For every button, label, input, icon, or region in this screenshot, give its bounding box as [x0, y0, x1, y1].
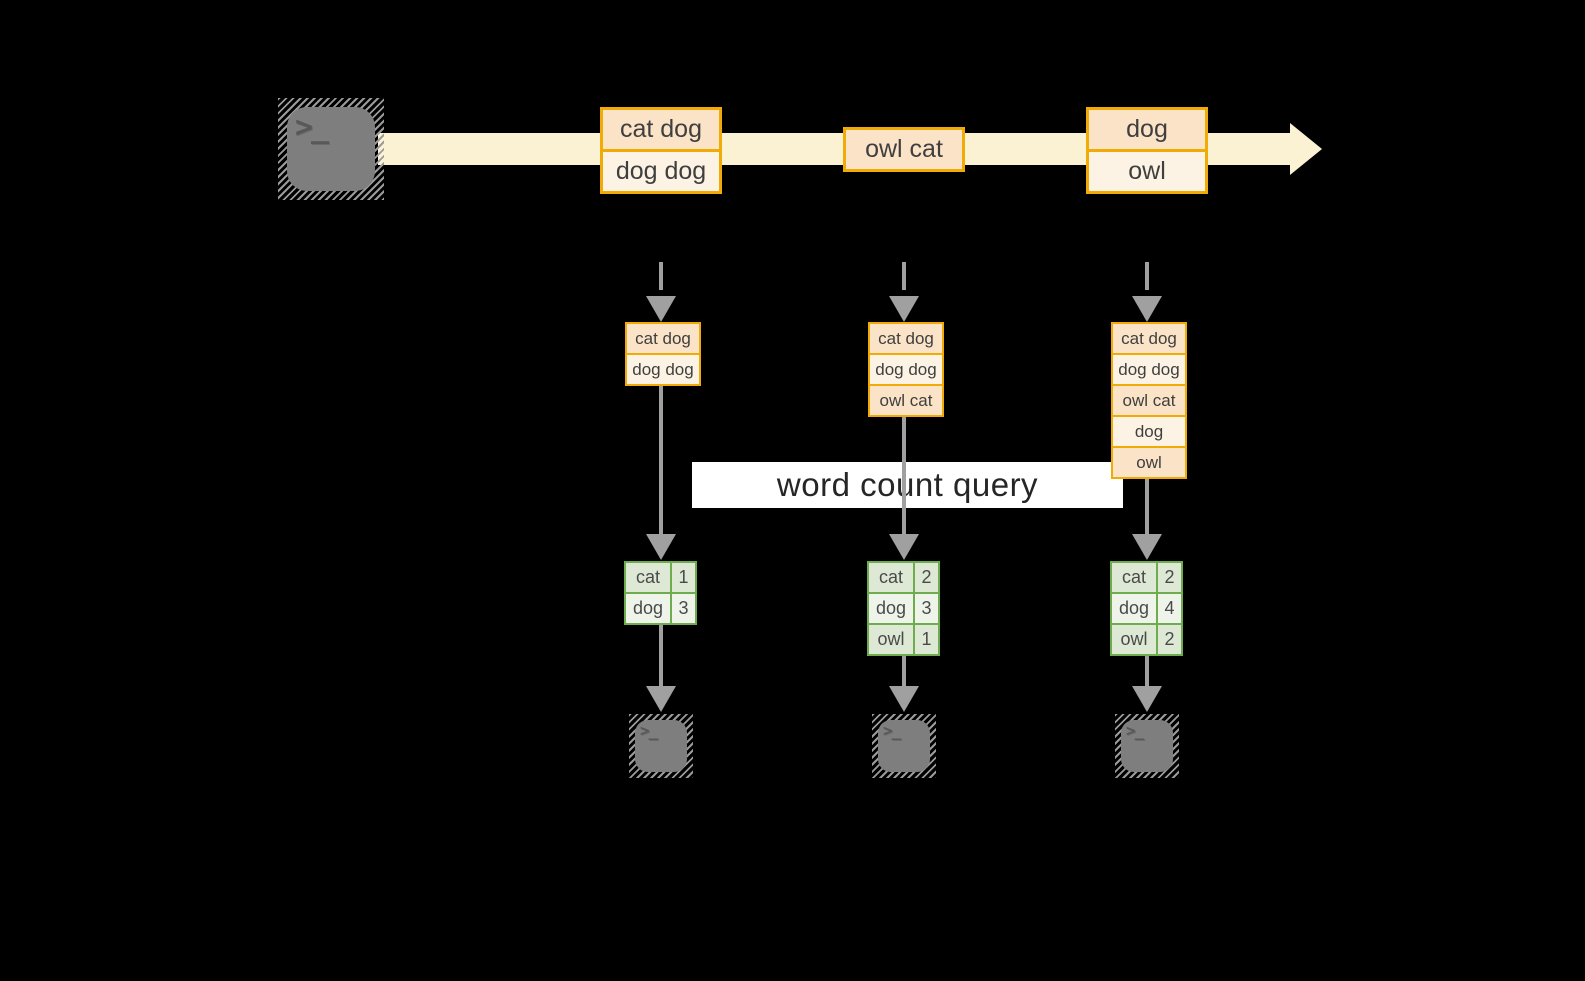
count-word: owl	[869, 625, 913, 654]
dashed-arrow-line	[659, 262, 663, 292]
dashed-arrow-head-icon	[889, 296, 919, 322]
event-line: owl cat	[846, 130, 962, 169]
output-arrow-head-icon	[889, 686, 919, 712]
dashed-arrow-head-icon	[1132, 296, 1162, 322]
count-value: 2	[1158, 625, 1181, 654]
count-value: 1	[915, 625, 938, 654]
count-word: cat	[1112, 563, 1156, 592]
buffer-record: owl	[1113, 446, 1185, 477]
buffer-stack-3: cat dog dog dog owl cat dog owl	[1111, 322, 1187, 479]
sink-terminal-icon-1: >_	[629, 714, 693, 778]
count-table-1: cat 1 dog 3	[624, 561, 697, 625]
dashed-arrow-line	[1145, 262, 1149, 292]
output-arrow-line	[659, 625, 663, 686]
dashed-arrow-line	[902, 262, 906, 292]
buffer-stack-2: cat dog dog dog owl cat	[868, 322, 944, 417]
terminal-prompt-icon: >_	[640, 721, 658, 740]
query-arrow-head-icon	[889, 534, 919, 560]
stream-event-box-3: dog owl	[1086, 107, 1208, 194]
count-table-2: cat 2 dog 3 owl 1	[867, 561, 940, 656]
count-word: cat	[869, 563, 913, 592]
output-arrow-head-icon	[1132, 686, 1162, 712]
buffer-record: dog dog	[1113, 353, 1185, 384]
stream-event-box-1: cat dog dog dog	[600, 107, 722, 194]
terminal-prompt-icon: >_	[1126, 721, 1144, 740]
count-value: 1	[672, 563, 695, 592]
buffer-record: dog	[1113, 415, 1185, 446]
event-line: owl	[1089, 149, 1205, 191]
query-arrow-line	[902, 417, 906, 534]
count-table-3: cat 2 dog 4 owl 2	[1110, 561, 1183, 656]
dashed-arrow-head-icon	[646, 296, 676, 322]
count-value: 2	[1158, 563, 1181, 592]
buffer-record: owl cat	[1113, 384, 1185, 415]
event-line: cat dog	[603, 110, 719, 149]
output-arrow-line	[1145, 656, 1149, 686]
terminal-body	[635, 720, 687, 772]
count-word: owl	[1112, 625, 1156, 654]
buffer-record: dog dog	[870, 353, 942, 384]
sink-terminal-icon-2: >_	[872, 714, 936, 778]
event-line: dog dog	[603, 149, 719, 191]
buffer-record: dog dog	[627, 353, 699, 384]
count-word: dog	[1112, 594, 1156, 623]
buffer-stack-1: cat dog dog dog	[625, 322, 701, 386]
count-value: 3	[672, 594, 695, 623]
count-value: 2	[915, 563, 938, 592]
stream-arrow-head-icon	[1290, 123, 1322, 175]
terminal-prompt-icon: >_	[295, 110, 329, 145]
terminal-body	[1121, 720, 1173, 772]
count-value: 3	[915, 594, 938, 623]
buffer-record: cat dog	[1113, 324, 1185, 353]
count-value: 4	[1158, 594, 1181, 623]
query-arrow-head-icon	[1132, 534, 1162, 560]
stream-event-box-2: owl cat	[843, 127, 965, 172]
query-label: word count query	[776, 466, 1039, 503]
terminal-body	[878, 720, 930, 772]
count-word: dog	[626, 594, 670, 623]
buffer-record: cat dog	[627, 324, 699, 353]
buffer-record: owl cat	[870, 384, 942, 415]
output-arrow-head-icon	[646, 686, 676, 712]
terminal-prompt-icon: >_	[883, 721, 901, 740]
output-arrow-line	[902, 656, 906, 686]
sink-terminal-icon-3: >_	[1115, 714, 1179, 778]
count-word: dog	[869, 594, 913, 623]
query-arrow-line	[1145, 479, 1149, 534]
source-terminal-icon: >_	[278, 98, 384, 200]
query-arrow-head-icon	[646, 534, 676, 560]
terminal-body	[287, 107, 375, 191]
event-line: dog	[1089, 110, 1205, 149]
query-band: word count query	[692, 462, 1123, 508]
count-word: cat	[626, 563, 670, 592]
query-arrow-line	[659, 386, 663, 534]
buffer-record: cat dog	[870, 324, 942, 353]
